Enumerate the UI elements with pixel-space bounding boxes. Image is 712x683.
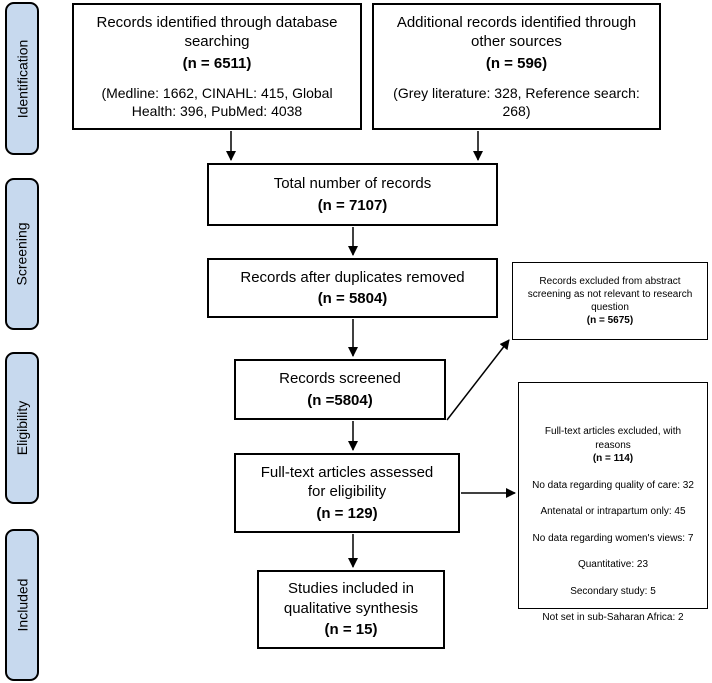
studies-included-box: Studies included in qualitative synthesi…: [257, 570, 445, 649]
excluded-fulltext-line-1: Full-text articles excluded, with: [544, 426, 682, 437]
excluded-fulltext-count: (n = 114): [592, 453, 634, 464]
excluded-abstract-line-2: screening as not relevant to research: [527, 289, 693, 300]
excluded-abstract-count: (n = 5675): [586, 315, 634, 326]
other-sources-box: Additional records identified through ot…: [372, 3, 661, 130]
excluded-abstract-line-3: question: [591, 302, 629, 313]
other-sources-title-2: other sources: [471, 33, 562, 51]
excluded-abstract-box: Records excluded from abstract screening…: [512, 262, 708, 340]
stage-identification: Identification: [5, 2, 39, 155]
excluded-abstract-line-1: Records excluded from abstract: [539, 276, 681, 287]
exclusion-reason: Secondary study: 5: [570, 585, 656, 597]
database-search-box: Records identified through database sear…: [72, 3, 362, 130]
studies-included-count: (n = 15): [324, 621, 378, 639]
fulltext-assessed-box: Full-text articles assessed for eligibil…: [234, 453, 460, 533]
other-sources-detail-1: (Grey literature: 328, Reference search:: [393, 85, 640, 102]
records-screened-count: (n =5804): [307, 391, 373, 409]
duplicates-removed-box: Records after duplicates removed (n = 58…: [207, 258, 498, 318]
excluded-fulltext-box: Full-text articles excluded, with reason…: [518, 382, 708, 623]
total-records-title: Total number of records: [273, 175, 432, 192]
records-screened-box: Records screened (n =5804): [234, 359, 446, 420]
fulltext-assessed-line-1: Full-text articles assessed: [260, 463, 434, 481]
stage-eligibility: Eligibility: [5, 352, 39, 504]
exclusion-reason: No data regarding quality of care: 32: [532, 479, 694, 491]
database-search-title-2: searching: [184, 33, 250, 51]
exclusion-reason: No data regarding women's views: 7: [532, 532, 694, 544]
database-search-count: (n = 6511): [182, 54, 252, 72]
other-sources-detail-2: 268): [502, 103, 531, 120]
exclusion-reason: Antenatal or intrapartum only: 45: [540, 506, 686, 517]
total-records-box: Total number of records (n = 7107): [207, 163, 498, 226]
database-search-title-1: Records identified through database: [96, 13, 338, 31]
stage-included: Included: [5, 529, 39, 681]
exclusion-reason: Not set in sub-Saharan Africa: 2: [542, 612, 684, 623]
studies-included-line-2: qualitative synthesis: [283, 599, 419, 617]
studies-included-line-1: Studies included in: [288, 580, 414, 598]
fulltext-assessed-line-2: for eligibility: [307, 483, 387, 501]
arrow-screened-to-excluded: [446, 339, 510, 421]
other-sources-count: (n = 596): [485, 54, 548, 72]
fulltext-assessed-count: (n = 129): [316, 504, 378, 522]
database-search-detail-1: (Medline: 1662, CINAHL: 415, Global: [101, 85, 333, 102]
exclusion-reason: Quantitative: 23: [577, 559, 649, 570]
duplicates-removed-title: Records after duplicates removed: [240, 268, 465, 286]
records-screened-title: Records screened: [279, 370, 401, 387]
duplicates-removed-count: (n = 5804): [317, 290, 388, 307]
stage-screening: Screening: [5, 178, 39, 330]
excluded-fulltext-line-2: reasons: [595, 439, 631, 451]
total-records-count: (n = 7107): [317, 196, 388, 214]
other-sources-title-1: Additional records identified through: [396, 13, 637, 31]
database-search-detail-2: Health: 396, PubMed: 4038: [131, 103, 303, 120]
